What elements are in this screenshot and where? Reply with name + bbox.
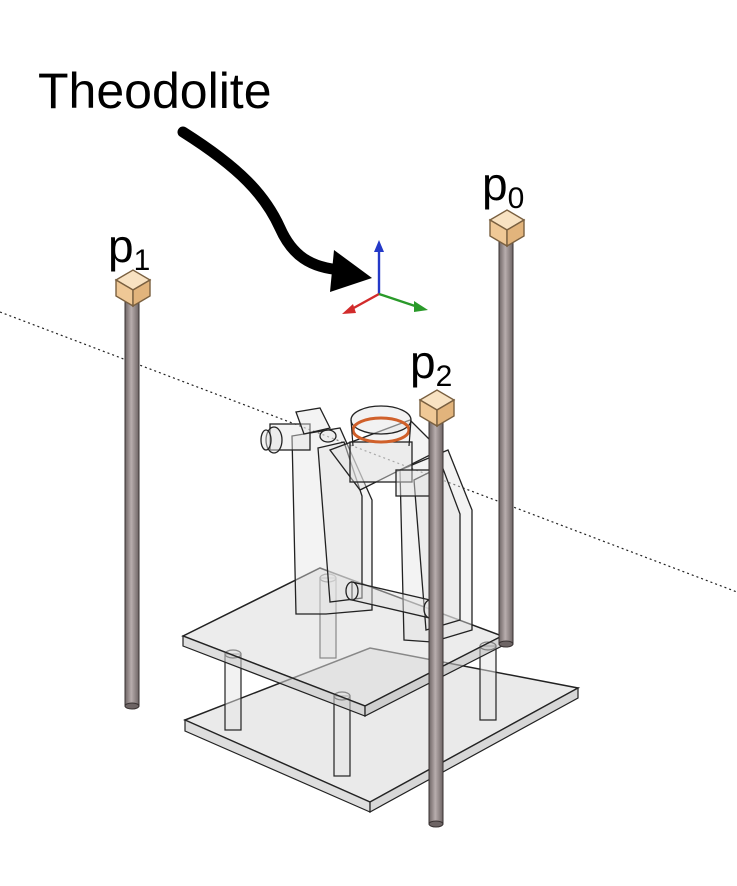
point-label-p1: p1: [108, 220, 150, 277]
rod-p1: [124, 297, 140, 710]
rotation-ring: [350, 405, 412, 447]
point-label-p0: p0: [482, 158, 524, 215]
pointer-arrow-icon: [177, 126, 372, 292]
rod-p2: [428, 417, 444, 828]
point-index: 1: [134, 244, 151, 277]
point-letter: p: [410, 336, 436, 388]
dotted-reference-line: [0, 311, 737, 593]
cube-marker-icon: [114, 209, 526, 428]
point-letter: p: [108, 220, 134, 272]
point-index: 2: [436, 360, 453, 393]
rod-p0: [498, 239, 514, 648]
point-letter: p: [482, 158, 508, 210]
point-index: 0: [508, 182, 525, 215]
coordinate-axes-icon: [342, 240, 428, 314]
point-label-p2: p2: [410, 336, 452, 393]
diagram-title: Theodolite: [38, 63, 272, 119]
theodolite-body: [260, 407, 473, 643]
